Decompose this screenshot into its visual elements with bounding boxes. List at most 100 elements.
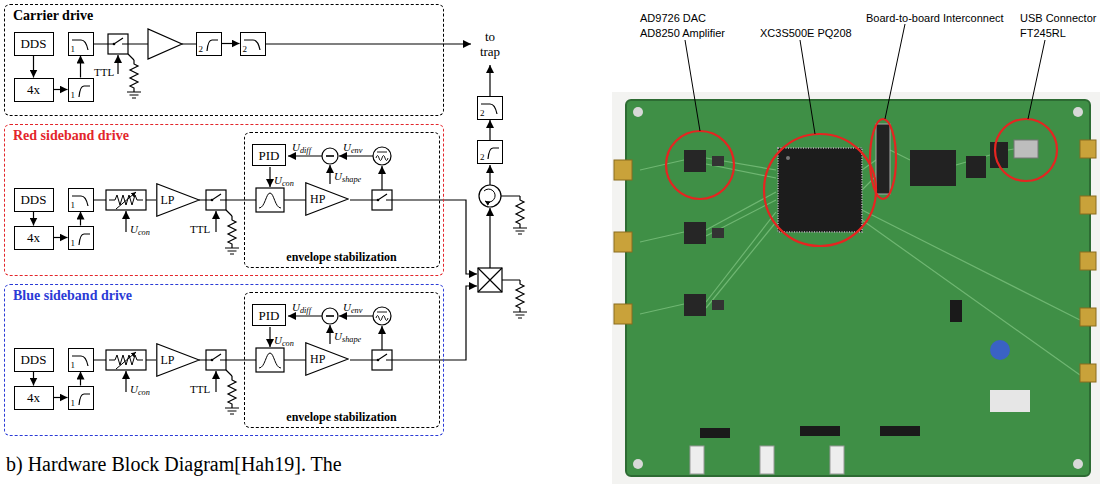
bnc-connector [760,446,774,474]
label-holder: Ucon [274,330,294,348]
label-holder: TTL [190,379,210,397]
callout-circle [764,134,876,246]
label-holder: TTL [94,62,114,80]
node-text: 1 [71,201,76,210]
pin-one-mark [786,156,790,160]
node-text: 2 [199,45,204,54]
node-text: PID [259,149,280,162]
part-name: AD9726 DAC [640,12,706,24]
node-text: 1 [71,45,76,54]
label-holder: FT245RL [1020,23,1066,41]
leader-line [685,24,1045,134]
board-connector [876,124,890,194]
signal-connector [489,120,490,140]
subscript: env [351,306,362,315]
node-text: 1 [71,399,76,408]
filter-curve [207,40,218,51]
lowpass-amplifier: LP [156,183,200,217]
lowpass-filter: 1 [68,32,94,56]
ttl-arrow [117,55,118,74]
stabilization-group: envelope stabilizationPIDHP [244,292,440,428]
label-holder: to trap [474,30,506,60]
signal-connector [80,372,81,386]
label-holder: XC3S500E PQ208 [760,23,852,41]
bnc-connector [830,446,844,474]
dac-chip [684,294,706,316]
subscript: con [138,228,150,237]
amplifier-triangle [156,183,198,215]
sticker [990,390,1030,412]
highpass-filter: 2 [196,32,222,56]
amplifier-triangle [306,183,348,215]
part-name: USB Connector [1020,12,1096,24]
signal-connector [54,89,68,90]
group-heading: Carrier drive [13,8,93,24]
subscript: shape [342,175,361,184]
output-label: to trap [474,30,506,60]
node-text: 1 [71,361,76,370]
highpass-filter: 1 [68,386,94,410]
amplifier-triangle [156,343,198,375]
caption-holder: b) Hardware Block Diagram[Hah19]. The [6,452,342,476]
memory-chip [910,150,956,186]
signal-wire [392,286,477,360]
signal-connector [33,372,34,386]
part-name: AD8250 Amplifier [640,27,725,39]
signal-connector [222,43,240,44]
node-text: 1 [71,91,76,100]
pid-box: PID [252,304,286,326]
multiplier-box: 4x [14,386,54,410]
label-holder: Udiff [292,297,311,315]
combiner-box [478,268,502,292]
signal-wire [489,165,490,185]
lowpass-filter: 2 [240,32,266,56]
node-text: HP [310,353,325,365]
highpass-filter: 1 [68,78,94,102]
small-chip [966,156,986,178]
node-text: LP [161,354,175,366]
signal-name: Udiff [292,141,311,153]
label-holder: Ushape [334,166,361,184]
subscript: con [282,339,294,348]
sma-connector [1080,252,1096,270]
dip-switch [950,300,962,322]
signal-name: TTL [94,66,114,78]
circulator-arrow [484,189,495,202]
sma-connector [614,160,632,180]
dds-box: DDS [14,348,54,372]
switch-symbol [108,34,128,54]
signal-connector [33,212,34,226]
label-holder: Ucon [274,170,294,188]
signal-name: Ucon [130,223,150,235]
callout-circle [870,119,896,199]
part-name: XC3S500E PQ208 [760,27,852,39]
output-arrow [266,43,471,44]
amplifier-chip [712,300,724,310]
signal-name: Ucon [274,174,294,186]
filter-curve [79,394,90,405]
pid-box: PID [252,144,286,166]
signal-connector [80,212,81,226]
node-text: 2 [480,153,485,162]
node-text: 4x [27,231,40,244]
sma-connector [1080,196,1096,214]
signal-name: TTL [190,383,210,395]
carrier-wiring [94,29,471,98]
callout-circle [666,131,734,199]
resistor-symbol [513,196,527,234]
signal-connector [80,56,81,78]
amplifier-triangle [306,343,348,375]
signal-name: Ucon [274,334,294,346]
node-text: DDS [20,353,46,366]
signal-connector [54,397,68,398]
signal-name: Uenv [343,141,362,153]
node-text: 4x [27,83,40,96]
signal-connector [54,237,68,238]
stabilization-group: envelope stabilizationPIDHP [244,132,440,268]
sma-connector [614,304,632,324]
dac-chip [684,222,706,244]
label-holder: TTL [190,219,210,237]
